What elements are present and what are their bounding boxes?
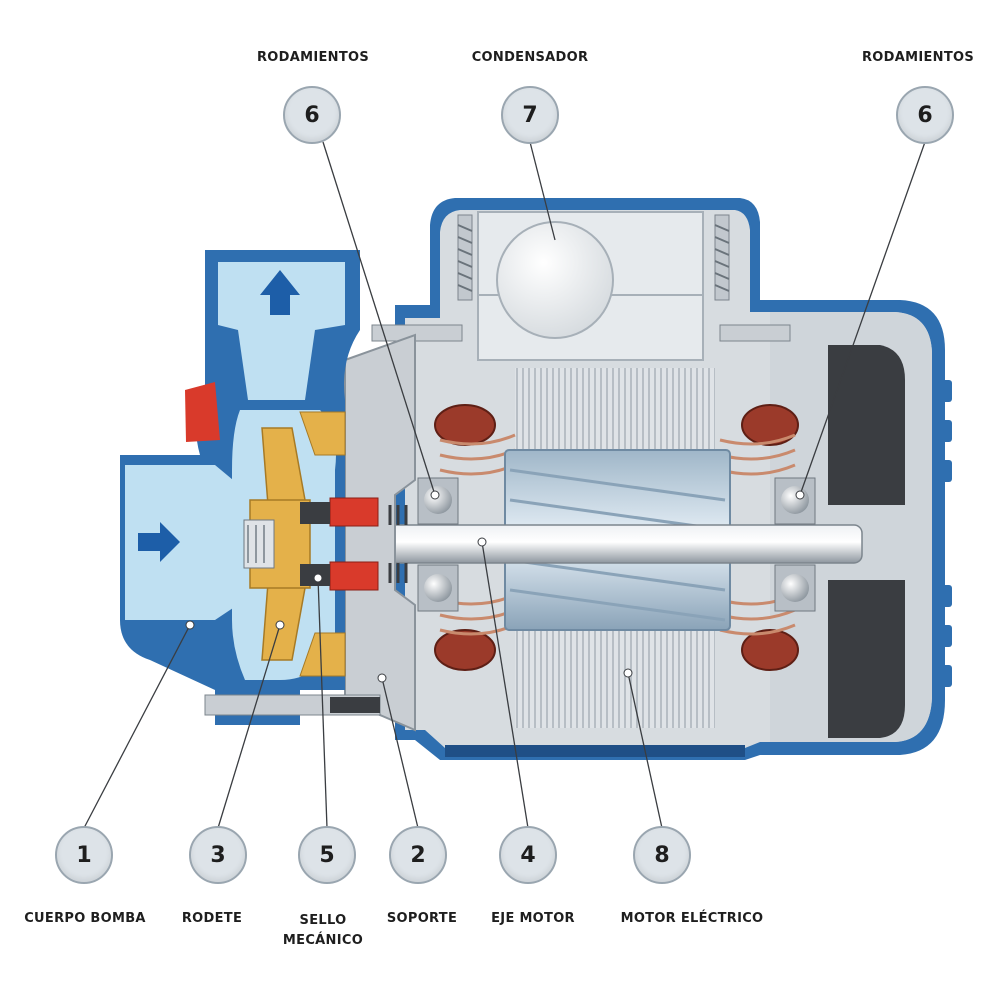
arrow-right-icon — [138, 522, 180, 562]
callout-6-right: 6 — [896, 86, 954, 144]
bearings — [417, 477, 816, 612]
callout-4: 4 — [499, 826, 557, 884]
label-soporte: SOPORTE — [386, 911, 458, 926]
leader-lines — [83, 141, 926, 829]
impeller — [243, 411, 346, 677]
label-rodamientos-right: RODAMIENTOS — [861, 50, 975, 65]
callout-7: 7 — [501, 86, 559, 144]
callout-3: 3 — [189, 826, 247, 884]
leader-dots — [185, 490, 805, 683]
callout-8: 8 — [633, 826, 691, 884]
label-eje-motor: EJE MOTOR — [491, 911, 575, 926]
label-rodamientos-left: RODAMIENTOS — [256, 50, 370, 65]
callout-5: 5 — [298, 826, 356, 884]
label-rodete: RODETE — [181, 911, 243, 926]
callout-2: 2 — [389, 826, 447, 884]
callout-6-left: 6 — [283, 86, 341, 144]
arrow-up-icon — [260, 270, 300, 315]
callout-1: 1 — [55, 826, 113, 884]
label-motor-electrico: MOTOR ELÉCTRICO — [620, 911, 764, 926]
terminal-box — [371, 211, 791, 361]
label-condensador: CONDENSADOR — [471, 50, 589, 65]
stator — [434, 368, 799, 728]
label-cuerpo-bomba: CUERPO BOMBA — [24, 911, 146, 926]
label-sello-mecanico: SELLO MECÁNICO — [282, 913, 364, 948]
capacitor — [496, 221, 614, 339]
